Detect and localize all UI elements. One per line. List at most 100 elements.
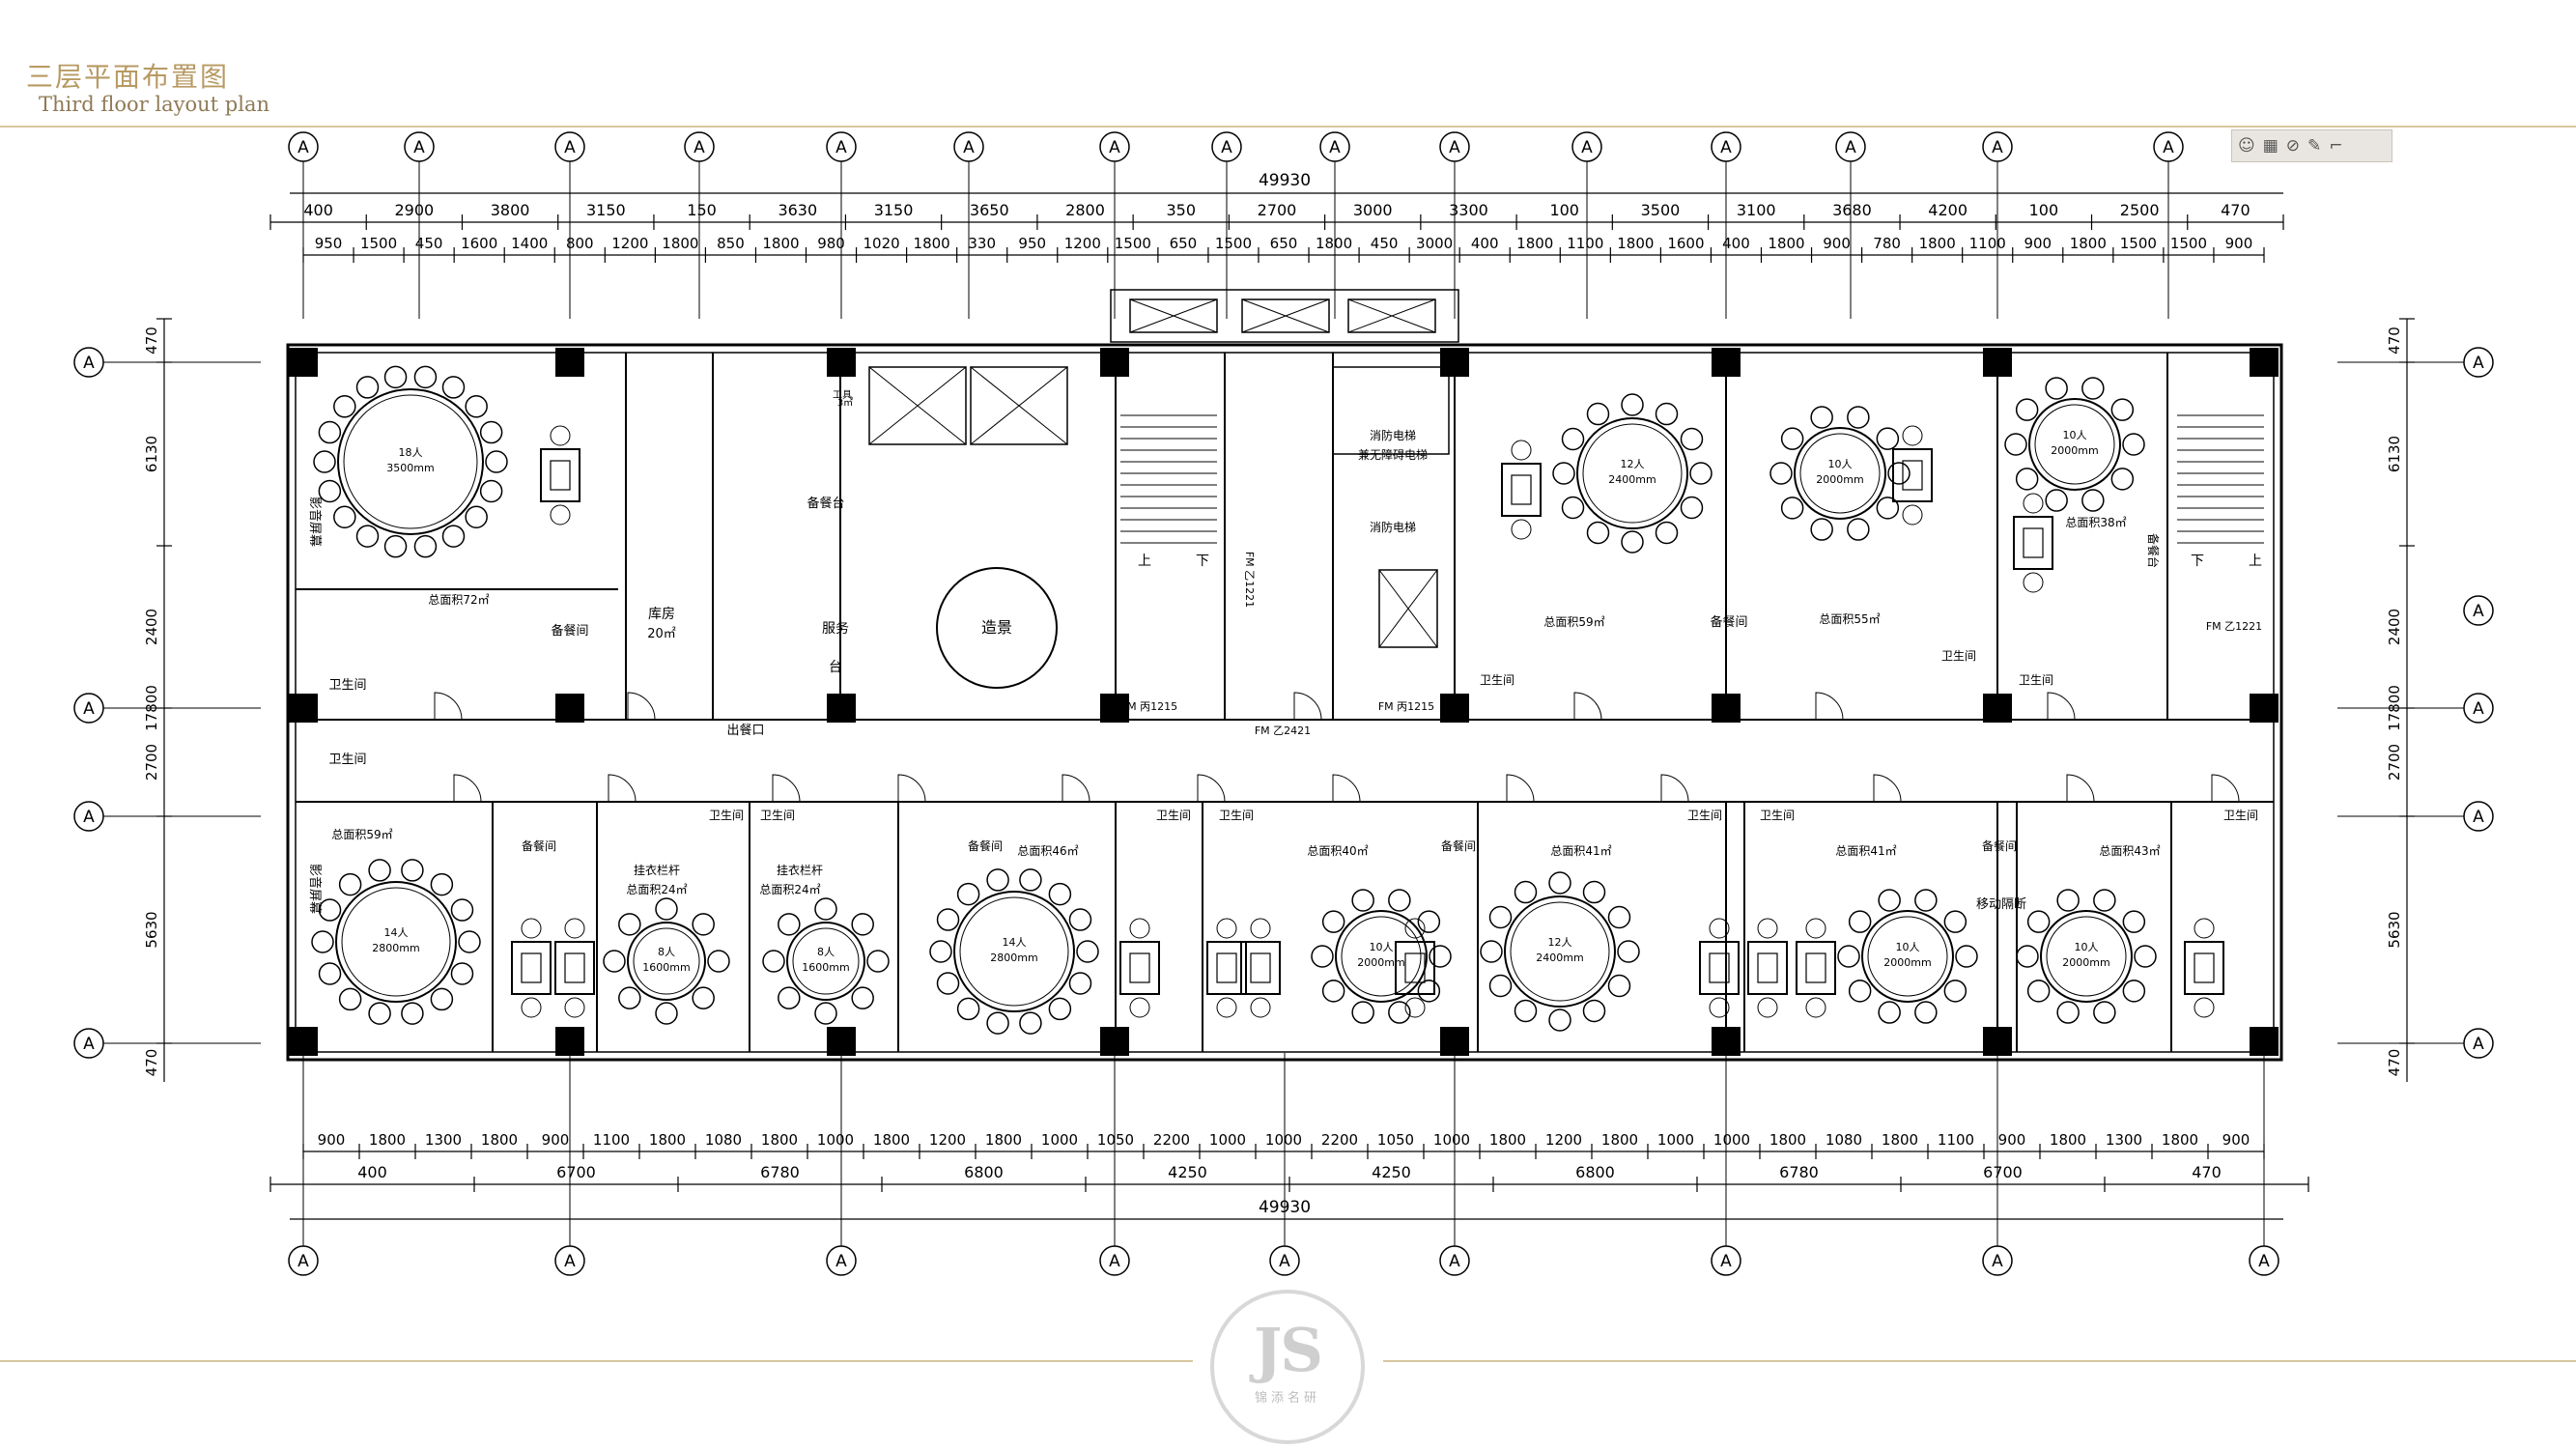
edit-icon[interactable]: ✎ (2307, 136, 2322, 156)
dim-bottom-row1-value: 1200 (929, 1131, 966, 1149)
dim-top-row2-value: 1020 (863, 235, 899, 252)
dim-bottom-row2-value: 6800 (964, 1163, 1004, 1181)
table-r7-chair (778, 986, 801, 1009)
lounge-set-0 (540, 448, 580, 502)
dim-right-value: 470 (2386, 327, 2403, 355)
table-r10-chair (1607, 974, 1631, 998)
dim-top-row2-value: 1100 (1567, 235, 1603, 252)
dim-top-row1-value: 2800 (1065, 201, 1105, 219)
grid-bubble-bottom-3-label: A (1109, 1252, 1120, 1271)
crop-icon[interactable]: ⌐ (2329, 136, 2343, 156)
dim-top-row2-value: 1800 (1617, 235, 1654, 252)
table-r7-chair (866, 950, 890, 973)
table-r7-chair (814, 897, 837, 921)
table-r12-chair (2026, 980, 2051, 1003)
table-r8-chair (956, 882, 980, 906)
dim-top-row1-value: 470 (2221, 201, 2250, 219)
tool-area: 3㎡ (837, 397, 853, 409)
table-r3-chair (1769, 462, 1793, 485)
door-swing-2 (1293, 692, 1322, 721)
door-swing-17 (2211, 774, 2240, 803)
area-r12: 总面积43㎡ (2099, 844, 2160, 858)
table-r2-chair (1621, 393, 1644, 416)
prep-label-4: 备餐台 (2146, 533, 2161, 568)
prep-room-5: 备餐间 (1441, 838, 1476, 853)
inner-wall (295, 352, 2275, 1053)
dim-bottom-row1-value: 1100 (593, 1131, 630, 1149)
door-swing-6 (453, 774, 482, 803)
table-r11-chair (1878, 1001, 1901, 1024)
dim-top-row1-value: 4200 (1928, 201, 1967, 219)
table-r2-chair (1561, 427, 1585, 451)
grid-bubble-bottom-6-label: A (1720, 1252, 1732, 1271)
table-r10-table-inner (1510, 901, 1610, 1002)
table-r2-people: 12人 (1621, 458, 1645, 470)
dim-bottom-row1-value: 1800 (1489, 1131, 1526, 1149)
door-swing-13 (1506, 774, 1535, 803)
table-r8-chair (1019, 868, 1042, 892)
lounge-set-4-chair-b (521, 997, 542, 1018)
table-r10-chair (1607, 905, 1631, 929)
lounge-set-5-chair-b (564, 997, 585, 1018)
facade-x (1241, 298, 1330, 333)
grid-bubble-top-11-label: A (1720, 138, 1732, 157)
table-r5-chair (450, 898, 474, 922)
lounge-set-3 (2013, 516, 2053, 570)
table-r2-chair (1586, 402, 1610, 426)
fm-label-2: FM 丙1215 (1121, 700, 1177, 713)
table-r8-size: 2800mm (990, 952, 1037, 964)
grid-icon[interactable]: ▦ (2262, 136, 2279, 156)
stair-down-2: 下 (2191, 554, 2204, 569)
table-r8-chair (936, 972, 960, 995)
column (555, 1027, 584, 1056)
fire-elevator-label-2: 兼无障碍电梯 (1358, 447, 1428, 462)
dim-bottom-row1-value: 1800 (985, 1131, 1022, 1149)
table-r3-table (1794, 427, 1886, 520)
dim-top-row2-value: 1500 (1215, 235, 1252, 252)
table-r10-chair (1488, 974, 1513, 998)
avatar-icon[interactable]: ☺ (2238, 136, 2255, 156)
grid-bubble-top-6-label: A (1109, 138, 1120, 157)
dim-top-row2-value: 1600 (1667, 235, 1704, 252)
table-r3-chair (1876, 427, 1900, 450)
table-r9-people: 10人 (1370, 941, 1394, 953)
wc-label-9: 卫生间 (1219, 809, 1254, 822)
table-r11-size: 2000mm (1883, 956, 1931, 969)
area-r6: 总面积24㎡ (626, 883, 687, 896)
table-r11-chair (1878, 889, 1901, 912)
facade-x (1129, 298, 1218, 333)
grid-bubble-left-0-label: A (83, 354, 95, 373)
screen-label-2: 影音屏幕 (307, 864, 323, 914)
lounge-set-11-chair-a (1757, 918, 1778, 939)
table-r5-chair (368, 1002, 391, 1025)
door-swing-1 (627, 692, 656, 721)
coat-label-1: 挂衣栏杆 (634, 863, 680, 877)
table-r11-table-inner (1867, 916, 1948, 997)
dim-left-value: 470 (143, 327, 160, 355)
dim-top-row1-value: 400 (303, 201, 333, 219)
facade-panel-1 (1241, 298, 1330, 333)
link-icon[interactable]: ⊘ (2285, 136, 2301, 156)
table-r2-chair (1680, 427, 1704, 451)
table-r9-table-inner (1341, 916, 1422, 997)
logo-monogram: JS (1253, 1315, 1323, 1385)
table-r1-chair (333, 505, 356, 528)
table-r8-chair (1048, 882, 1072, 906)
table-r7-chair (851, 913, 874, 936)
grid-bubble-top-3-label: A (694, 138, 705, 157)
dim-top-row2-value: 650 (1170, 235, 1198, 252)
table-r3-size: 2000mm (1816, 473, 1863, 486)
table-r11-people: 10人 (1896, 941, 1920, 953)
wc-label-3: 卫生间 (1480, 673, 1514, 687)
table-r10-size: 2400mm (1536, 952, 1583, 964)
dim-top-row2-value: 950 (315, 235, 343, 252)
lounge-set-1 (1501, 463, 1542, 517)
table-r7-size: 1600mm (802, 961, 849, 974)
table-r3-table-inner (1799, 433, 1881, 514)
lounge-set-6-chair-b (1129, 997, 1150, 1018)
dim-top-row1-value: 3150 (586, 201, 626, 219)
landscape-label: 造景 (981, 618, 1012, 637)
door-swing-15 (1873, 774, 1902, 803)
wc-label-6: 卫生间 (709, 809, 744, 822)
dim-bottom-row2-value: 6700 (556, 1163, 596, 1181)
